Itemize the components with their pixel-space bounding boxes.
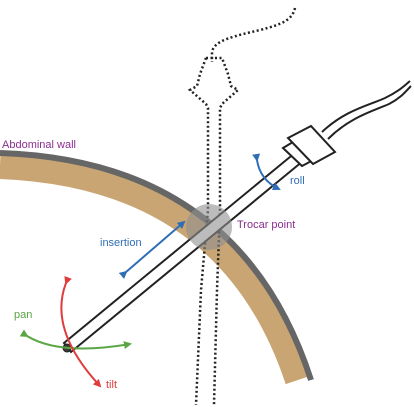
tilt-arrow [60, 275, 102, 388]
instrument-handle [281, 124, 337, 168]
roll-arrow [252, 153, 281, 191]
trocar-point-label: Trocar point [237, 219, 295, 231]
insertion-label: insertion [100, 237, 142, 249]
instrument-cable [321, 80, 412, 140]
dotted-instrument [187, 7, 297, 406]
tilt-label: tilt [106, 379, 117, 391]
abdominal-wall-label: Abdominal wall [2, 139, 76, 151]
trocar-point-marker [186, 204, 232, 250]
roll-label: roll [290, 175, 305, 187]
insertion-arrow [118, 220, 186, 279]
pan-label: pan [14, 309, 32, 321]
